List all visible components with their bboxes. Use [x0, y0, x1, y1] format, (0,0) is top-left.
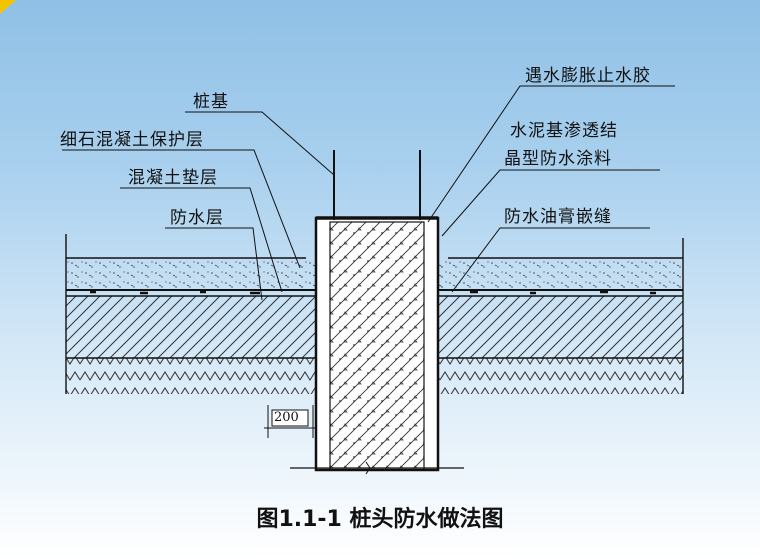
slab-left — [66, 258, 316, 394]
layer-lines — [65, 234, 684, 394]
label-cement-crystal-1: 水泥基渗透结 — [510, 121, 618, 141]
drawing-panel: 桩基 细石混凝土保护层 混凝土垫层 防水层 遇水膨胀止水胶 水泥基渗透结 晶型防… — [60, 66, 684, 475]
corner-accent-icon — [0, 0, 16, 14]
label-waterproof-paste: 防水油膏嵌缝 — [504, 207, 612, 227]
figure-caption: 图1.1-1 桩头防水做法图 — [256, 507, 504, 532]
label-swell-stop: 遇水膨胀止水胶 — [525, 66, 651, 86]
leader-lines — [62, 85, 675, 301]
pile — [290, 150, 464, 475]
label-cement-crystal-2: 晶型防水涂料 — [504, 149, 612, 169]
dimension-200 — [264, 405, 316, 438]
slab-right — [438, 258, 683, 394]
label-fine-stone-protect: 细石混凝土保护层 — [60, 130, 204, 150]
dimension-label: 200 — [274, 410, 299, 425]
label-waterproof-layer: 防水层 — [170, 208, 224, 228]
pile-head-section-drawing — [62, 85, 684, 475]
label-pile: 桩基 — [193, 92, 229, 112]
label-concrete-cushion: 混凝土垫层 — [128, 168, 218, 188]
